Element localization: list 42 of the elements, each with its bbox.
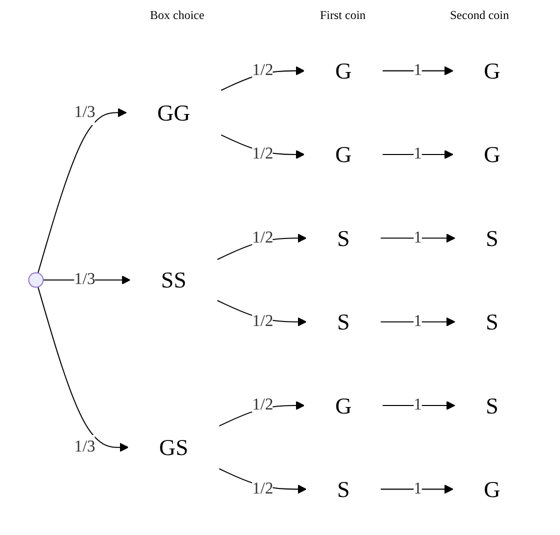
edge-label: 1/3 xyxy=(74,270,96,288)
arrow xyxy=(37,108,127,274)
arrow xyxy=(382,150,454,160)
node-text: GS xyxy=(159,434,188,460)
arrow xyxy=(382,400,456,410)
edge-label: 1/2 xyxy=(252,145,274,163)
node-text: G xyxy=(484,476,500,502)
node-text: S xyxy=(486,308,498,335)
edge-label: 1/3 xyxy=(74,438,96,456)
arrow xyxy=(380,484,454,494)
arrow xyxy=(380,317,456,326)
edge-label: 1 xyxy=(414,62,422,80)
edge-label: 1/2 xyxy=(252,480,274,498)
column-heading: First coin xyxy=(320,8,366,23)
node-text: GG xyxy=(157,100,190,126)
node-text: SS xyxy=(161,267,186,293)
node-text: G xyxy=(484,58,500,84)
edge-label: 1/2 xyxy=(252,228,274,246)
node-text: S xyxy=(486,225,498,252)
arrow xyxy=(382,66,454,76)
edge-label: 1 xyxy=(414,312,422,330)
edge-label: 1 xyxy=(414,396,422,414)
arrow xyxy=(37,286,129,452)
node-text: S xyxy=(337,308,350,335)
node-point xyxy=(28,272,44,288)
node-text: S xyxy=(337,476,350,502)
edge-label: 1 xyxy=(414,145,422,163)
node-text: G xyxy=(484,142,500,168)
edge-label: 1 xyxy=(414,480,422,498)
edge-label: 1/3 xyxy=(74,103,96,121)
column-heading: Second coin xyxy=(450,8,509,23)
node-text: G xyxy=(335,142,352,168)
node-text: S xyxy=(337,225,350,252)
edge-label: 1 xyxy=(414,228,422,246)
edge-label: 1/2 xyxy=(252,62,274,80)
edge-label: 1/2 xyxy=(252,312,274,330)
node-text: S xyxy=(486,392,498,418)
node-text: G xyxy=(335,58,352,84)
column-heading: Box choice xyxy=(150,8,204,23)
arrow xyxy=(380,234,456,243)
node-text: G xyxy=(335,392,352,418)
edge-label: 1/2 xyxy=(252,396,274,414)
